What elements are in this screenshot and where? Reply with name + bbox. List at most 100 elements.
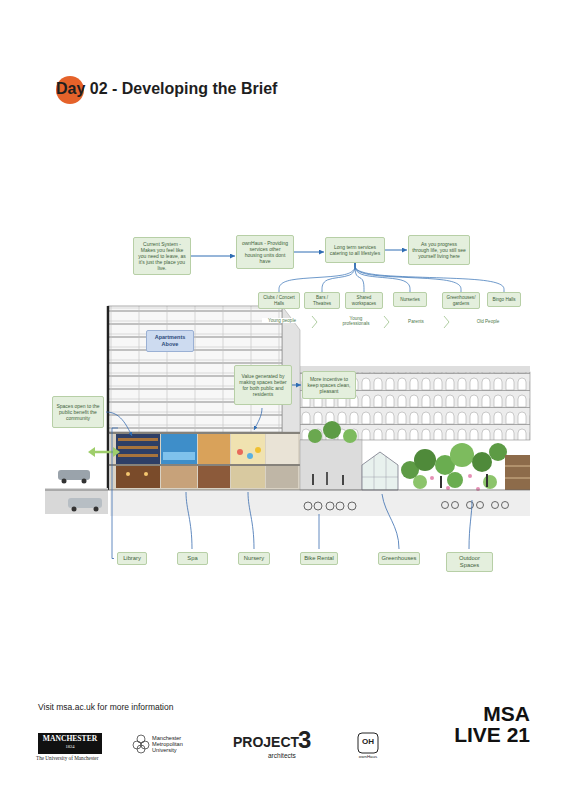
leader-line (254, 408, 262, 430)
basement-space (110, 491, 530, 516)
wheel (62, 479, 67, 484)
person (342, 475, 344, 485)
leader-line (382, 494, 399, 549)
node-text: Shared workspaces (348, 295, 380, 306)
node-text: Spaces open to the public benefit the co… (56, 403, 100, 421)
logo-text: 3 (298, 727, 316, 753)
page-title: Day 02 - Developing the Brief (56, 80, 277, 98)
bike-wheel (452, 502, 459, 509)
bike-wheel (348, 502, 356, 510)
node-text: Long term services catering to all lifes… (329, 244, 381, 256)
plant (308, 429, 322, 443)
ownhaus-logo (358, 733, 378, 753)
bikes (304, 502, 509, 511)
node-text: Library (120, 555, 144, 562)
market-stall (505, 455, 530, 490)
bike-wheel (336, 502, 344, 510)
leaders (106, 408, 472, 559)
nursery-lower (231, 466, 265, 488)
bike-wheel (326, 502, 334, 510)
shelf (118, 454, 158, 457)
shrub (483, 475, 497, 489)
space-label-box: Greenhouses (378, 552, 420, 565)
bike-wheel (502, 502, 509, 509)
node-text: As you progress through life, you still … (412, 241, 466, 259)
atrium-space (300, 440, 362, 490)
petal (137, 735, 145, 743)
connector (292, 385, 301, 386)
terrace (300, 366, 530, 440)
leader-bracket (112, 428, 118, 559)
node-text: Apartments Above (150, 334, 190, 347)
flow-box: ownHaus - Providing services other housi… (236, 235, 294, 269)
node-text: Bingo Halls (490, 297, 518, 303)
lamp (126, 472, 130, 476)
space-label-box: Library (117, 552, 147, 565)
library-lower (116, 466, 160, 488)
access-head (88, 447, 95, 457)
tree (414, 449, 436, 471)
flower (446, 486, 450, 490)
node-text: Spa (180, 555, 205, 562)
ground-back (110, 432, 300, 490)
node-text: Clubs / Concert Halls (261, 295, 297, 306)
chevron (444, 316, 449, 328)
shrub (447, 472, 463, 488)
basement (45, 490, 530, 516)
logo-text: architects (268, 752, 318, 759)
tower (108, 306, 300, 490)
service-box: Nurseries (393, 292, 427, 307)
tree (489, 443, 507, 461)
node-text: Nurseries (396, 297, 424, 303)
service-box: Shared workspaces (345, 292, 383, 309)
leader-line (248, 492, 254, 549)
space-label-box: Spa (177, 552, 208, 565)
person (326, 472, 328, 485)
lamp (144, 472, 148, 476)
space-label-box: Nursery (238, 552, 270, 565)
bike-wheel (314, 502, 322, 510)
node-text: Outdoor Spaces (449, 555, 490, 569)
uom-logo (38, 733, 102, 754)
node-text: Greenhouses/ gardens (445, 295, 477, 306)
life-stage: Parents (398, 319, 434, 324)
node-text: More incentive to keep spaces clean, ple… (306, 376, 352, 394)
bike-wheel (304, 502, 312, 510)
nursery-room (231, 434, 265, 464)
toy (237, 449, 243, 455)
service-box: Bars / Theatres (304, 292, 340, 309)
terrace-facade (300, 372, 530, 440)
leader-line (106, 412, 132, 436)
stall-shelf (505, 478, 530, 479)
car (68, 498, 102, 508)
connector (191, 256, 235, 257)
connector (322, 263, 355, 292)
flow-box: Long term services catering to all lifes… (325, 237, 385, 263)
slab (108, 432, 300, 433)
spa-pool (161, 434, 197, 464)
ground-line (45, 490, 530, 491)
node-text: Nursery (241, 555, 267, 562)
node-text: Bars / Theatres (307, 295, 337, 306)
stair-lower (266, 466, 298, 488)
stair-room (266, 434, 298, 464)
callout-box: Value generated by making spaces better … (234, 365, 292, 405)
bike-wheel (467, 502, 474, 509)
connector (385, 250, 407, 251)
wheel (72, 507, 77, 512)
node-text: Bike Rental (303, 555, 335, 562)
logo-text: OH (358, 738, 378, 747)
space-label-box: Outdoor Spaces (446, 552, 493, 572)
ground-floor (108, 432, 300, 490)
section-cut (107, 306, 110, 490)
chevrons (312, 316, 449, 328)
stall-shelf (505, 466, 530, 467)
logo-text: LIVE 21 (430, 723, 530, 746)
car (58, 470, 90, 480)
access-arrow (94, 451, 114, 454)
wheel (94, 507, 99, 512)
library-room (116, 434, 160, 464)
mmu-logo (133, 735, 149, 753)
greenhouse-frame (362, 452, 398, 490)
